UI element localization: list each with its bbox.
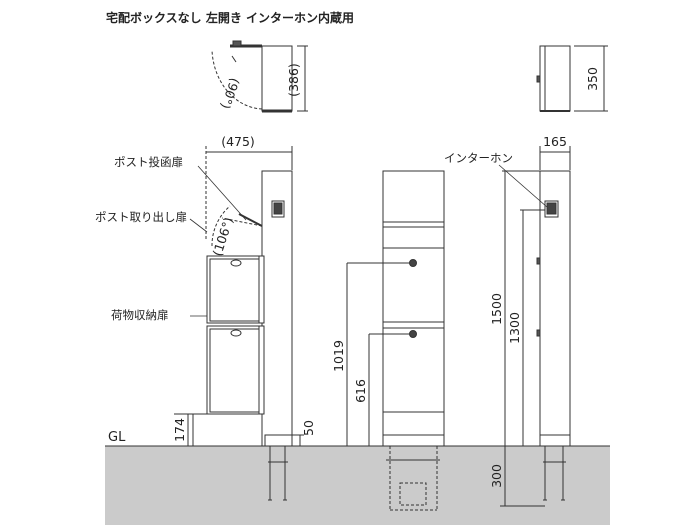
top-view [211,40,308,113]
width-dimension: (475) [221,134,255,149]
parcel-door-label: 荷物収納扉 [111,308,169,322]
callouts-left [189,165,247,317]
intercom-height-dimension: 1300 [507,312,522,344]
upper-door-height-dimension: 1019 [331,340,346,372]
front-elevation [346,170,445,511]
side-depth-dimension: 165 [543,134,567,149]
base-height-dimension: 174 [172,418,187,442]
lower-door-height-dimension: 616 [353,379,368,403]
ground-line-label: GL [108,430,126,445]
top-depth-dimension: (386) [286,63,301,97]
ground: GL [105,430,610,525]
right-elevation [498,146,571,507]
embed-depth-dimension: 300 [489,464,504,488]
plinth-height-dimension: 50 [301,420,316,436]
top-angle-dimension: (90°) [218,76,243,111]
side-top-view [536,45,608,112]
input-door-angle-dimension: (106°) [209,215,236,258]
drawing-title: 宅配ボックスなし 左開き インターホン内蔵用 [106,10,354,25]
side-top-height-dimension: 350 [585,67,600,91]
post-takeout-door-label: ポスト取り出し扉 [95,210,187,224]
total-height-dimension: 1500 [489,293,504,325]
intercom-label: インターホン [444,151,513,165]
post-input-door-label: ポスト投函扉 [114,155,183,169]
